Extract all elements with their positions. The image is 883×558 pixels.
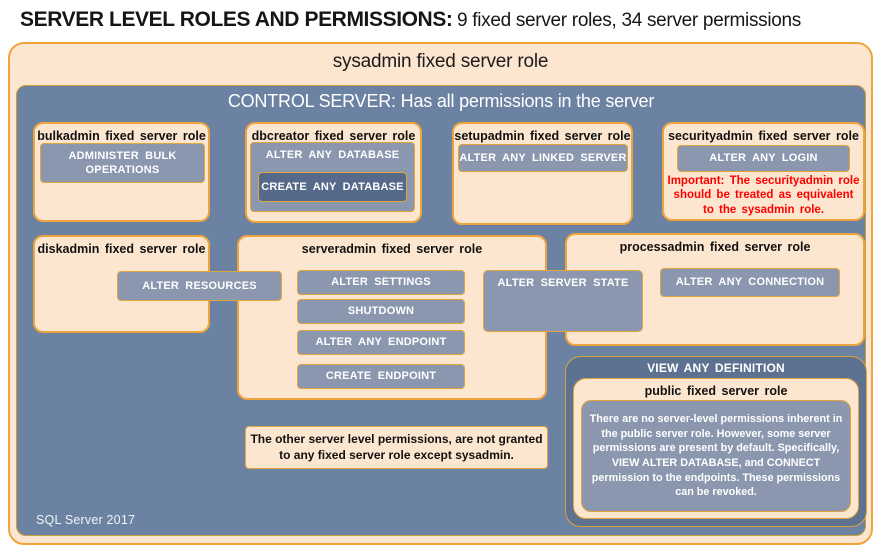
control-server-label: CONTROL SERVER: Has all permissions in t… [227,91,655,111]
permission-alter-any-login: ALTER ANY LOGIN [677,145,850,172]
sysadmin-role-label: sysadmin fixed server role [332,51,549,72]
diagram-title-sub: 9 fixed server roles, 34 server permissi… [456,10,801,31]
role-title-processadmin: processadmin fixed server role [619,240,811,254]
diagram-title-main: SERVER LEVEL ROLES AND PERMISSIONS: [20,8,453,31]
permission-alter-resources: ALTER RESOURCES [117,271,282,301]
permission-administer-bulk-operations: ADMINISTER BULK OPERATIONS [40,143,205,183]
role-title-bulkadmin: bulkadmin fixed server role [37,129,206,143]
permission-alter-any-connection: ALTER ANY CONNECTION [660,268,840,297]
role-title-serveradmin: serveradmin fixed server role [301,242,483,256]
permission-alter-any-endpoint: ALTER ANY ENDPOINT [297,330,465,355]
view-any-definition-label: VIEW ANY DEFINITION [647,361,785,375]
role-title-public: public fixed server role [644,384,788,398]
permission-shutdown: SHUTDOWN [297,299,465,324]
permission-create-endpoint: CREATE ENDPOINT [297,364,465,389]
permission-alter-server-state-label: ALTER SERVER STATE [497,277,629,289]
securityadmin-important-note: Important: The securityadmin role should… [667,175,860,216]
other-permissions-note: The other server level permissions, are … [245,426,548,469]
role-box-setupadmin: setupadmin fixed server role [452,122,633,225]
permission-alter-any-linked-server: ALTER ANY LINKED SERVER [458,144,628,172]
public-role-description: There are no server-level permissions in… [581,400,851,512]
footer-version-label: SQL Server 2017 [36,513,136,527]
permission-alter-settings: ALTER SETTINGS [297,270,465,295]
permission-create-any-database: CREATE ANY DATABASE [258,172,407,202]
role-title-diskadmin: diskadmin fixed server role [37,242,206,256]
permission-alter-any-database-label: ALTER ANY DATABASE [265,149,400,161]
role-title-setupadmin: setupadmin fixed server role [454,129,631,143]
diagram-title: SERVER LEVEL ROLES AND PERMISSIONS: 9 fi… [20,8,860,32]
role-title-dbcreator: dbcreator fixed server role [251,129,416,143]
permission-alter-server-state: ALTER SERVER STATE [483,270,643,332]
role-title-securityadmin: securityadmin fixed server role [668,129,859,143]
